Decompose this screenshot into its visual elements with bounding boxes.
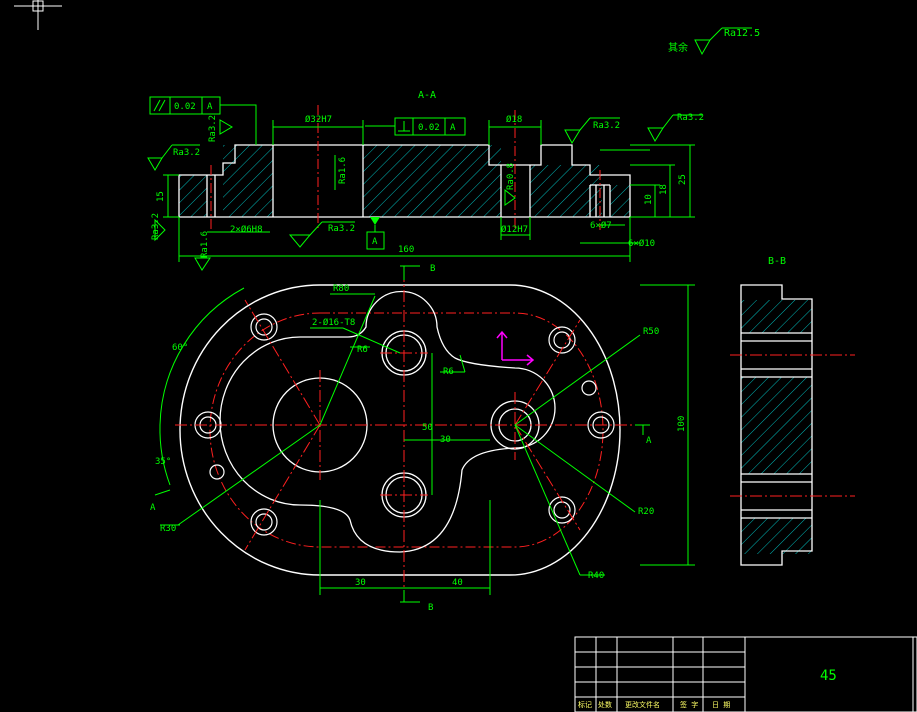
section-aa-hatch xyxy=(179,145,630,217)
section-cut-a-left xyxy=(154,489,171,496)
cut-label-b-top: B xyxy=(430,264,435,274)
section-bb-title: B-B xyxy=(768,256,786,267)
dim-thru-6x7: 6×Ø7 xyxy=(590,220,612,231)
dim-height-25: 25 xyxy=(678,174,688,185)
title-block-grid xyxy=(575,637,914,712)
roughness-r8: Ra1.6 xyxy=(200,231,210,258)
svg-text:A: A xyxy=(450,123,456,133)
section-aa-dimension-lines xyxy=(163,120,695,262)
roughness-r3: Ra1.6 xyxy=(338,157,348,184)
roughness-symbols-aa xyxy=(147,114,702,271)
title-header-mark: 标记 xyxy=(578,700,592,709)
dim-r40: R40 xyxy=(588,571,604,581)
parallelism-tolerance-frame: 0.02 A xyxy=(149,96,257,145)
dim-angle-60: 60° xyxy=(172,343,188,353)
inner-cavity-outline xyxy=(219,290,556,553)
ucs-icon xyxy=(496,330,535,366)
section-cut-b xyxy=(400,265,420,603)
section-aa-centerlines xyxy=(210,105,601,230)
cut-label-a-left: A xyxy=(150,503,156,513)
section-bb-view: B-B xyxy=(730,256,855,566)
dim-r50: R50 xyxy=(643,327,659,337)
dim-length-160: 160 xyxy=(398,245,414,255)
title-header-signature: 签 字 xyxy=(680,700,698,709)
dim-tapped-holes: 2-Ø16-T8 xyxy=(312,317,355,328)
dim-30-center: 30 xyxy=(440,435,451,445)
title-header-date: 日 期 xyxy=(712,701,730,709)
roughness-r7: Ra0.8 xyxy=(506,163,516,190)
roughness-r2: Ra3.2 xyxy=(208,115,218,142)
title-header-count: 处数 xyxy=(598,700,612,709)
title-block: 标记 处数 更改文件名 签 字 日 期 45 xyxy=(574,636,917,712)
svg-text:A: A xyxy=(372,237,378,247)
roughness-symbol-icon xyxy=(694,39,711,56)
roughness-r6: Ra3.2 xyxy=(677,113,704,123)
dim-pin-hole-12h7: Ø12H7 xyxy=(501,224,528,235)
dim-cbore-6x10: 6×Ø10 xyxy=(628,238,655,249)
dim-angle-35: 35° xyxy=(155,457,171,467)
section-bb-outline xyxy=(740,284,813,566)
perpendicular-symbol-icon xyxy=(398,121,410,132)
material-label: 45 xyxy=(820,668,837,684)
svg-text:0.02: 0.02 xyxy=(174,102,196,112)
datum-a-marker: A xyxy=(366,217,385,250)
svg-text:Ra12.5: Ra12.5 xyxy=(724,28,760,39)
dim-100: 100 xyxy=(677,416,687,432)
svg-text:A: A xyxy=(207,102,213,112)
plan-view: B B A A xyxy=(150,264,695,613)
title-header-change-file: 更改文件名 xyxy=(625,700,660,709)
dim-height-10: 10 xyxy=(644,194,654,205)
dim-r6-upper: R6 xyxy=(357,345,368,355)
plan-dimension-lines xyxy=(159,284,695,595)
section-aa-title: A-A xyxy=(418,90,436,101)
dim-50: 50 xyxy=(422,423,433,433)
cut-label-a-right: A xyxy=(646,436,652,446)
dim-height-18: 18 xyxy=(659,184,669,195)
svg-text:0.02: 0.02 xyxy=(418,123,440,133)
dim-holes-6h8: 2×Ø6H8 xyxy=(230,224,263,235)
bolt-holes xyxy=(194,313,615,536)
dim-r20: R20 xyxy=(638,507,654,517)
section-cut-a-right xyxy=(635,424,650,435)
parallel-symbol-icon xyxy=(153,99,166,112)
roughness-r9: Ra3.2 xyxy=(151,213,161,240)
dim-bottom-40: 40 xyxy=(452,578,463,588)
roughness-r4: Ra3.2 xyxy=(328,224,355,234)
section-aa-view: A-A xyxy=(147,90,704,271)
section-bb-centerlines xyxy=(730,354,855,497)
dim-hole-18: Ø18 xyxy=(506,114,522,125)
cut-label-b-bottom: B xyxy=(428,603,433,613)
dim-r30: R30 xyxy=(160,524,176,534)
bolt-circle-path xyxy=(209,312,604,548)
section-aa-outline xyxy=(178,144,631,218)
roughness-r5: Ra3.2 xyxy=(593,121,620,131)
dim-height-15: 15 xyxy=(156,191,166,202)
dim-r6-lower: R6 xyxy=(443,367,454,377)
dim-r80: R80 xyxy=(333,284,349,294)
plan-outer-outline xyxy=(179,284,621,576)
svg-text:其余: 其余 xyxy=(668,41,688,54)
roughness-rest-note: 其余 Ra12.5 xyxy=(668,27,760,56)
dim-bottom-30: 30 xyxy=(355,578,366,588)
dim-bore-32h7: Ø32H7 xyxy=(305,114,332,125)
roughness-r1: Ra3.2 xyxy=(173,148,200,158)
perpendicularity-tolerance-frame: 0.02 A xyxy=(365,117,466,136)
cad-crosshair-cursor xyxy=(14,0,62,30)
